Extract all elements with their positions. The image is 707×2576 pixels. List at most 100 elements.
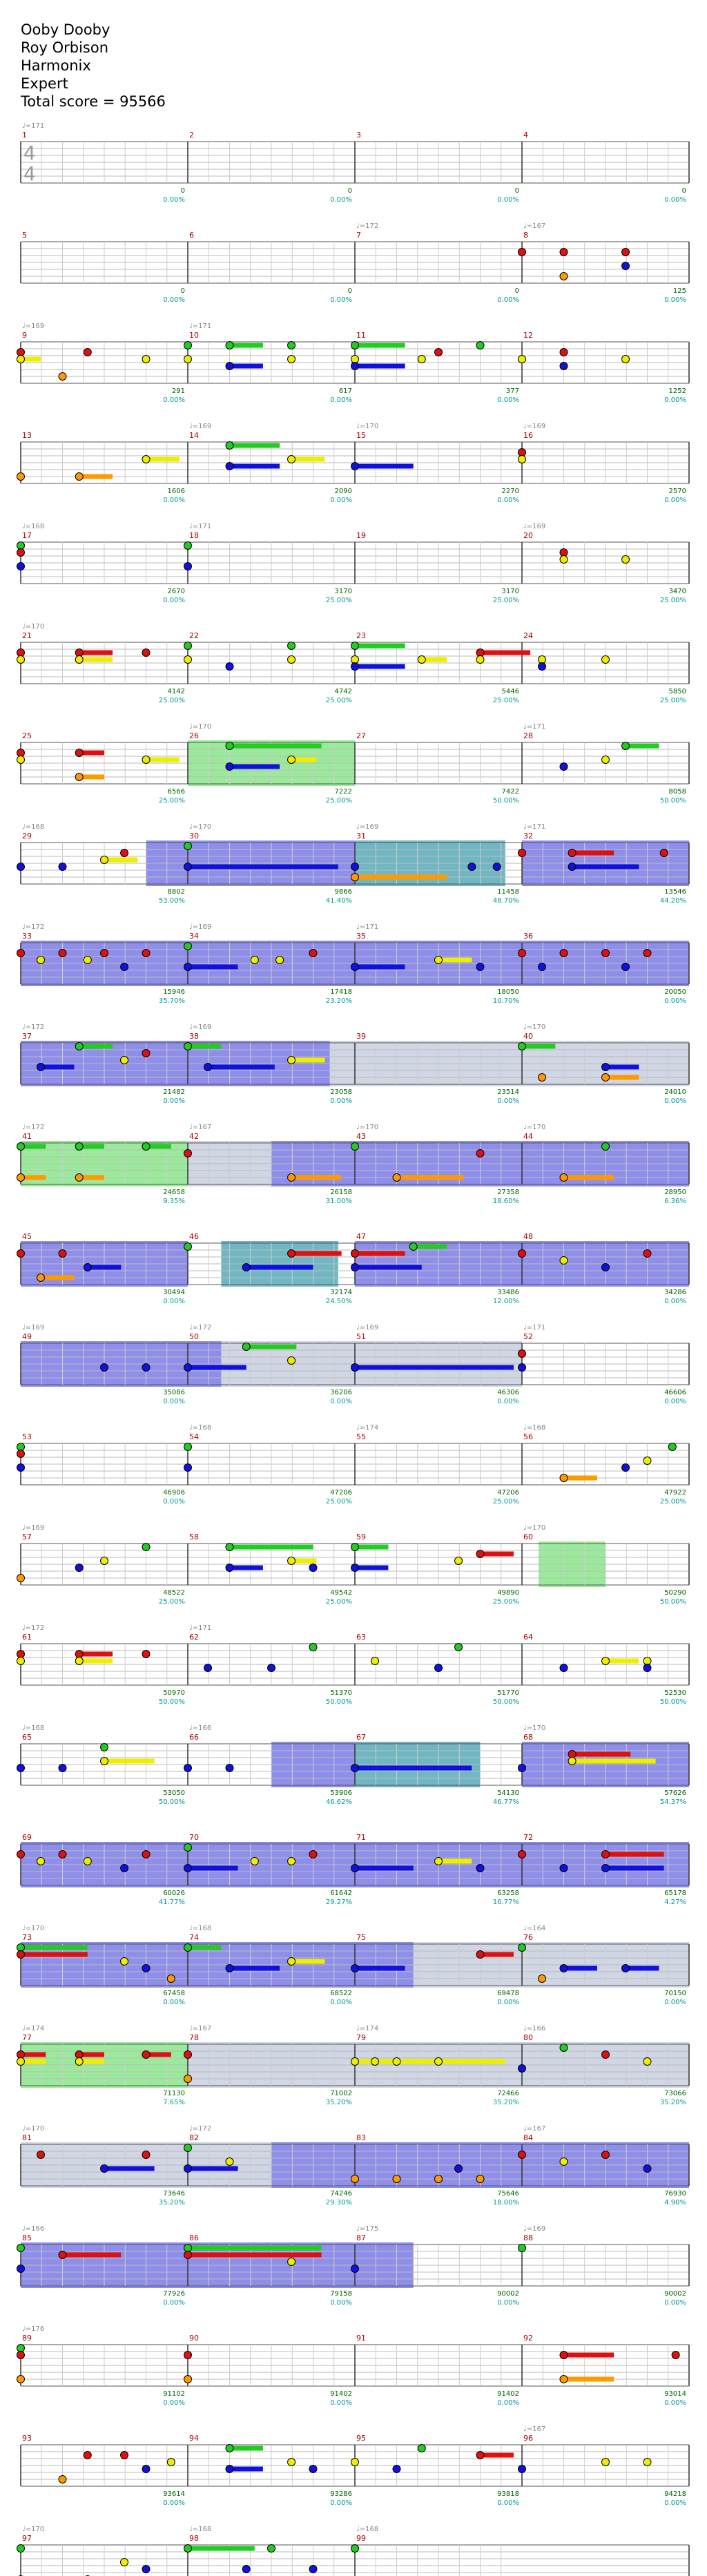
measure-number: 37 [22, 1032, 32, 1041]
note-yellow [120, 1056, 129, 1064]
note-orange [58, 372, 67, 381]
note-red [17, 1249, 25, 1258]
measure-score: 5850 [669, 688, 686, 695]
note-red [518, 248, 526, 256]
measure-number: 44 [523, 1132, 533, 1141]
measure-score: 0 [348, 187, 352, 195]
note-red [120, 2451, 129, 2459]
note-red [643, 1249, 652, 1258]
note-red [476, 648, 485, 657]
sustain-bar [355, 363, 405, 369]
tempo-marking: ♩=166 [189, 1724, 211, 1732]
note-green [225, 2444, 234, 2452]
note-red [58, 1249, 67, 1258]
note-red [621, 248, 630, 256]
tempo-marking: ♩=169 [22, 323, 44, 330]
note-orange [351, 873, 359, 881]
note-yellow [601, 1657, 610, 1665]
measure-score: 8802 [168, 888, 185, 896]
note-yellow [120, 2558, 129, 2566]
measure-score: 4742 [335, 688, 352, 695]
measure-number: 85 [22, 2233, 32, 2242]
note-red [568, 1750, 577, 1758]
measure-score: 91402 [330, 2390, 352, 2398]
measure-score: 30494 [163, 1289, 185, 1296]
note-yellow [643, 2458, 652, 2466]
measure-number: 76 [523, 1933, 533, 1942]
note-yellow [184, 655, 192, 664]
sustain-bar [146, 2052, 171, 2057]
note-red [184, 2351, 192, 2359]
measure-score: 65178 [664, 1890, 686, 1897]
measure-percent: 25.00% [159, 797, 185, 805]
note-green [184, 541, 192, 550]
note-red [518, 949, 526, 957]
measure-score: 74246 [330, 2190, 352, 2198]
note-orange [184, 2075, 192, 2083]
tempo-marking: ♩=169 [356, 823, 378, 831]
note-blue [518, 2064, 526, 2073]
note-green [409, 1242, 418, 1251]
note-green [454, 1643, 463, 1651]
note-yellow [275, 956, 284, 964]
note-blue [351, 2265, 359, 2273]
sustain-bar [355, 643, 405, 648]
note-red [17, 1450, 25, 1458]
note-red [184, 2251, 192, 2259]
song-artist: Roy Orbison [21, 39, 109, 56]
measure-number: 31 [356, 832, 366, 840]
sustain-bar [62, 2252, 122, 2258]
note-orange [166, 1974, 175, 1983]
note-blue [454, 2164, 463, 2173]
measure-percent: 25.00% [493, 597, 519, 604]
measure-number: 68 [523, 1733, 533, 1742]
sustain-bar [291, 1175, 342, 1180]
note-red [476, 1950, 485, 1959]
measure-percent: 50.00% [660, 797, 686, 805]
sustain-bar [480, 1952, 514, 1957]
sustain-bar [229, 764, 280, 769]
tempo-marking: ♩=169 [523, 423, 545, 430]
note-green [184, 1443, 192, 1451]
tempo-marking: ♩=171 [523, 1324, 545, 1332]
measure-percent: 0.00% [163, 296, 185, 304]
note-red [671, 2351, 680, 2359]
note-green [287, 341, 296, 349]
measure-percent: 0.00% [163, 497, 185, 504]
sustain-bar [79, 1175, 104, 1180]
sustain-bar [563, 2352, 614, 2358]
note-blue [100, 2164, 108, 2173]
measure-percent: 0.00% [497, 1097, 519, 1105]
measure-number: 52 [523, 1332, 533, 1341]
note-yellow [287, 1857, 296, 1865]
measure-score: 0 [348, 287, 352, 295]
measure-score: 3470 [669, 588, 686, 595]
measure-number: 20 [523, 531, 533, 540]
note-blue [351, 1864, 359, 1872]
tempo-marking: ♩=164 [523, 1925, 545, 1932]
note-blue [225, 362, 234, 370]
sustain-bar [355, 2059, 505, 2064]
note-blue [538, 662, 547, 671]
sustain-bar [79, 474, 113, 479]
sustain-bar [291, 757, 317, 762]
note-red [601, 1850, 610, 1858]
sustain-bar [572, 850, 614, 856]
note-green [225, 1543, 234, 1551]
measure-score: 17418 [330, 988, 352, 996]
note-red [17, 749, 25, 757]
note-blue [184, 1864, 192, 1872]
measure-percent: 50.00% [159, 1798, 185, 1806]
measure-number: 83 [356, 2133, 366, 2142]
note-yellow [351, 2458, 359, 2466]
tempo-marking: ♩=167 [523, 2425, 545, 2433]
tempo-marking: ♩=169 [523, 523, 545, 530]
sustain-bar [21, 1952, 88, 1957]
note-yellow [287, 2258, 296, 2266]
measure-percent: 18.00% [493, 2199, 519, 2207]
note-red [568, 849, 577, 857]
sustain-bar [188, 1365, 246, 1370]
measure-percent: 35.20% [660, 2099, 686, 2106]
note-red [559, 949, 568, 957]
measure-score: 32174 [330, 1289, 352, 1296]
